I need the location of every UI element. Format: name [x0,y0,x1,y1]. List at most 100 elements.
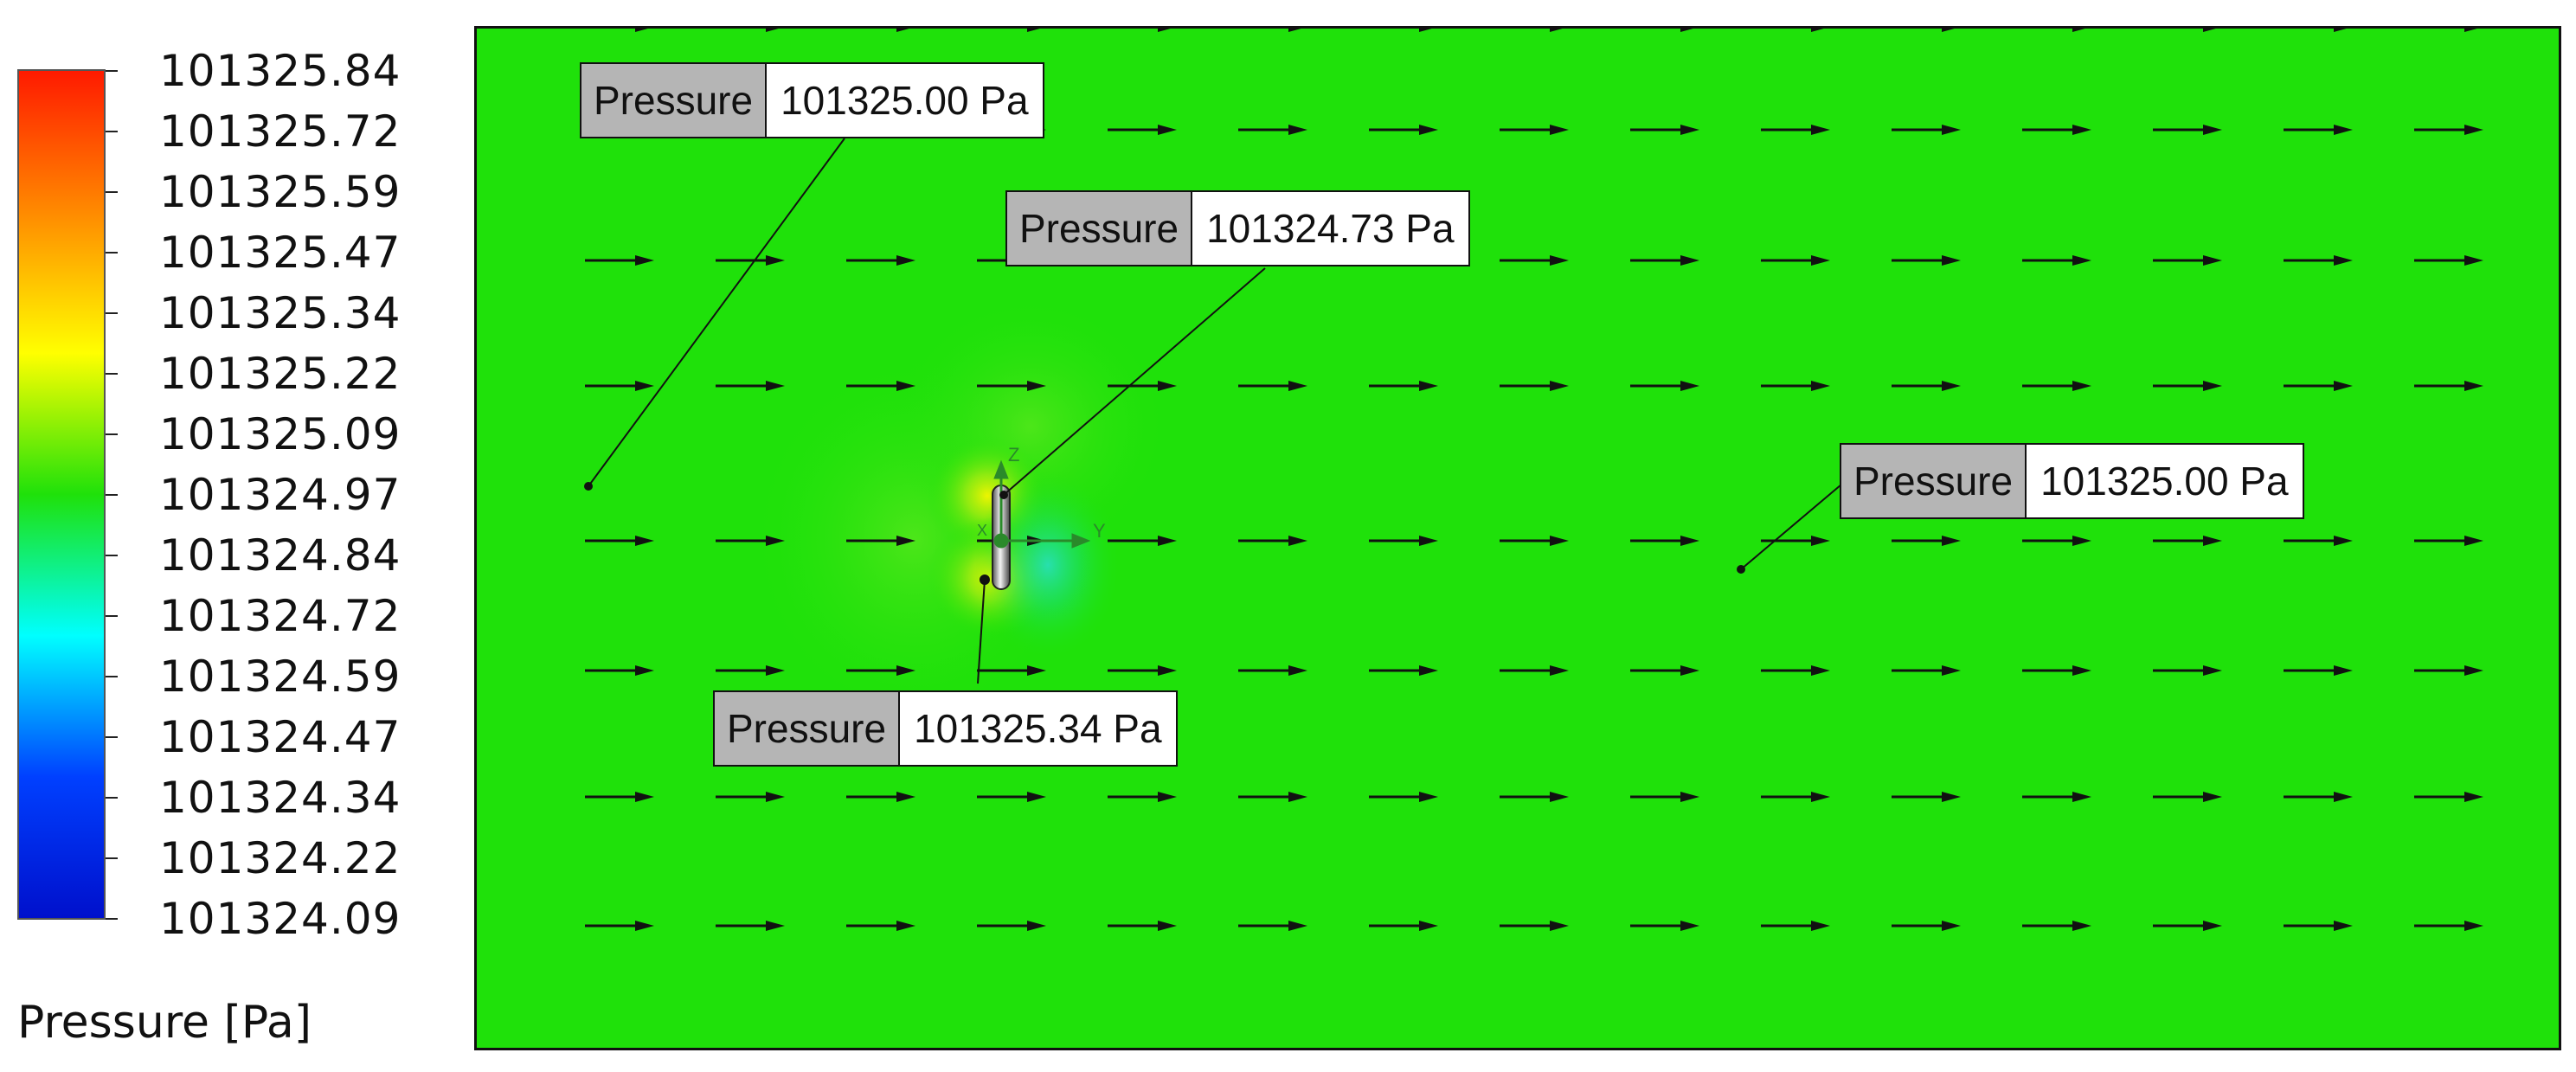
legend-tick-label: 101325.72 [159,106,401,157]
probe-name: Pressure [1007,192,1193,265]
legend-tick-label: 101324.72 [159,591,401,641]
legend-tick-label: 101324.84 [159,530,401,581]
velocity-arrow [716,536,785,546]
probe-name: Pressure [1841,445,2027,517]
velocity-arrow [1761,125,1830,135]
pressure-color-scale [17,69,106,920]
velocity-arrow [2022,536,2091,546]
velocity-arrow [977,792,1046,802]
pressure-probe-3[interactable]: Pressure 101325.00 Pa [1840,443,2304,519]
velocity-arrow [1500,536,1569,546]
legend-tick-mark [106,191,118,193]
velocity-arrow [1238,536,1307,546]
velocity-arrow [1108,665,1177,676]
velocity-arrow [1288,29,1301,32]
velocity-arrow [1761,921,1830,931]
velocity-arrow [1108,536,1177,546]
velocity-arrow [1027,29,1040,32]
velocity-arrow [2414,255,2483,266]
velocity-arrow [1500,255,1569,266]
velocity-arrow [846,921,915,931]
legend-tick-label: 101325.84 [159,46,401,96]
velocity-arrow [896,29,909,32]
velocity-arrow [2022,792,2091,802]
velocity-arrow [846,792,915,802]
velocity-arrow [1369,792,1438,802]
velocity-arrow [1238,125,1307,135]
pressure-probe-4[interactable]: Pressure 101325.34 Pa [713,690,1178,767]
pressure-contours [749,297,1169,721]
velocity-arrow [1892,665,1961,676]
velocity-arrow [1500,125,1569,135]
legend-tick-label: 101325.09 [159,409,401,459]
legend-tick-mark [106,312,118,314]
velocity-arrow [1108,792,1177,802]
velocity-arrow [1761,536,1830,546]
velocity-arrow [1761,665,1830,676]
legend-tick-mark [106,70,118,72]
legend-tick-label: 101324.59 [159,652,401,702]
velocity-arrow [846,381,915,391]
velocity-arrow [846,665,915,676]
velocity-arrow [2072,29,2085,32]
velocity-arrow [1811,29,1824,32]
velocity-arrow [2284,536,2353,546]
velocity-arrow [2414,536,2483,546]
velocity-arrow [2203,29,2216,32]
velocity-arrow [1680,29,1693,32]
velocity-arrow [635,29,648,32]
velocity-arrow [2284,665,2353,676]
velocity-arrow [1369,536,1438,546]
pressure-field-plot[interactable]: Z Y X [474,26,2561,1050]
velocity-arrow [1761,792,1830,802]
legend-tick-mark [106,252,118,254]
legend-tick-mark [106,494,118,496]
velocity-arrow [2414,381,2483,391]
legend-tick-mark [106,676,118,677]
velocity-arrow [1761,255,1830,266]
velocity-arrow [716,255,785,266]
velocity-arrow [585,921,654,931]
probe-name: Pressure [715,692,901,765]
velocity-arrow [2284,792,2353,802]
pressure-probe-2[interactable]: Pressure 101324.73 Pa [1005,190,1470,266]
velocity-arrow [2153,255,2222,266]
velocity-arrow [2153,792,2222,802]
velocity-arrow [1630,255,1699,266]
velocity-vectors [585,29,2483,931]
velocity-arrow [1630,536,1699,546]
velocity-arrow [1369,665,1438,676]
axis-label-z: Z [1008,444,1019,465]
legend-tick-mark [106,433,118,435]
legend-tick-label: 101324.34 [159,773,401,823]
legend-tick-mark [106,857,118,859]
velocity-arrow [2414,792,2483,802]
velocity-arrow [1892,792,1961,802]
legend-tick-mark [106,373,118,375]
velocity-arrow [2153,381,2222,391]
pressure-probe-1[interactable]: Pressure 101325.00 Pa [580,62,1044,138]
velocity-arrow [2022,665,2091,676]
legend-tick-mark [106,736,118,738]
velocity-arrow [2153,536,2222,546]
legend-tick-label: 101325.47 [159,228,401,278]
velocity-arrow [2334,29,2347,32]
velocity-arrow [1761,381,1830,391]
velocity-arrow [1238,665,1307,676]
velocity-arrow [1108,125,1177,135]
velocity-arrow [1550,29,1563,32]
velocity-arrow [2022,381,2091,391]
velocity-arrow [1892,536,1961,546]
legend-tick-label: 101324.22 [159,833,401,883]
velocity-arrow [585,381,654,391]
velocity-arrow [2414,125,2483,135]
velocity-arrow [716,792,785,802]
velocity-arrow [1238,921,1307,931]
velocity-arrow [716,665,785,676]
legend-tick-label: 101325.59 [159,167,401,217]
velocity-arrow [2284,921,2353,931]
velocity-arrow [2284,125,2353,135]
legend-tick-label: 101324.97 [159,470,401,520]
velocity-arrow [2022,921,2091,931]
velocity-arrow [1369,125,1438,135]
